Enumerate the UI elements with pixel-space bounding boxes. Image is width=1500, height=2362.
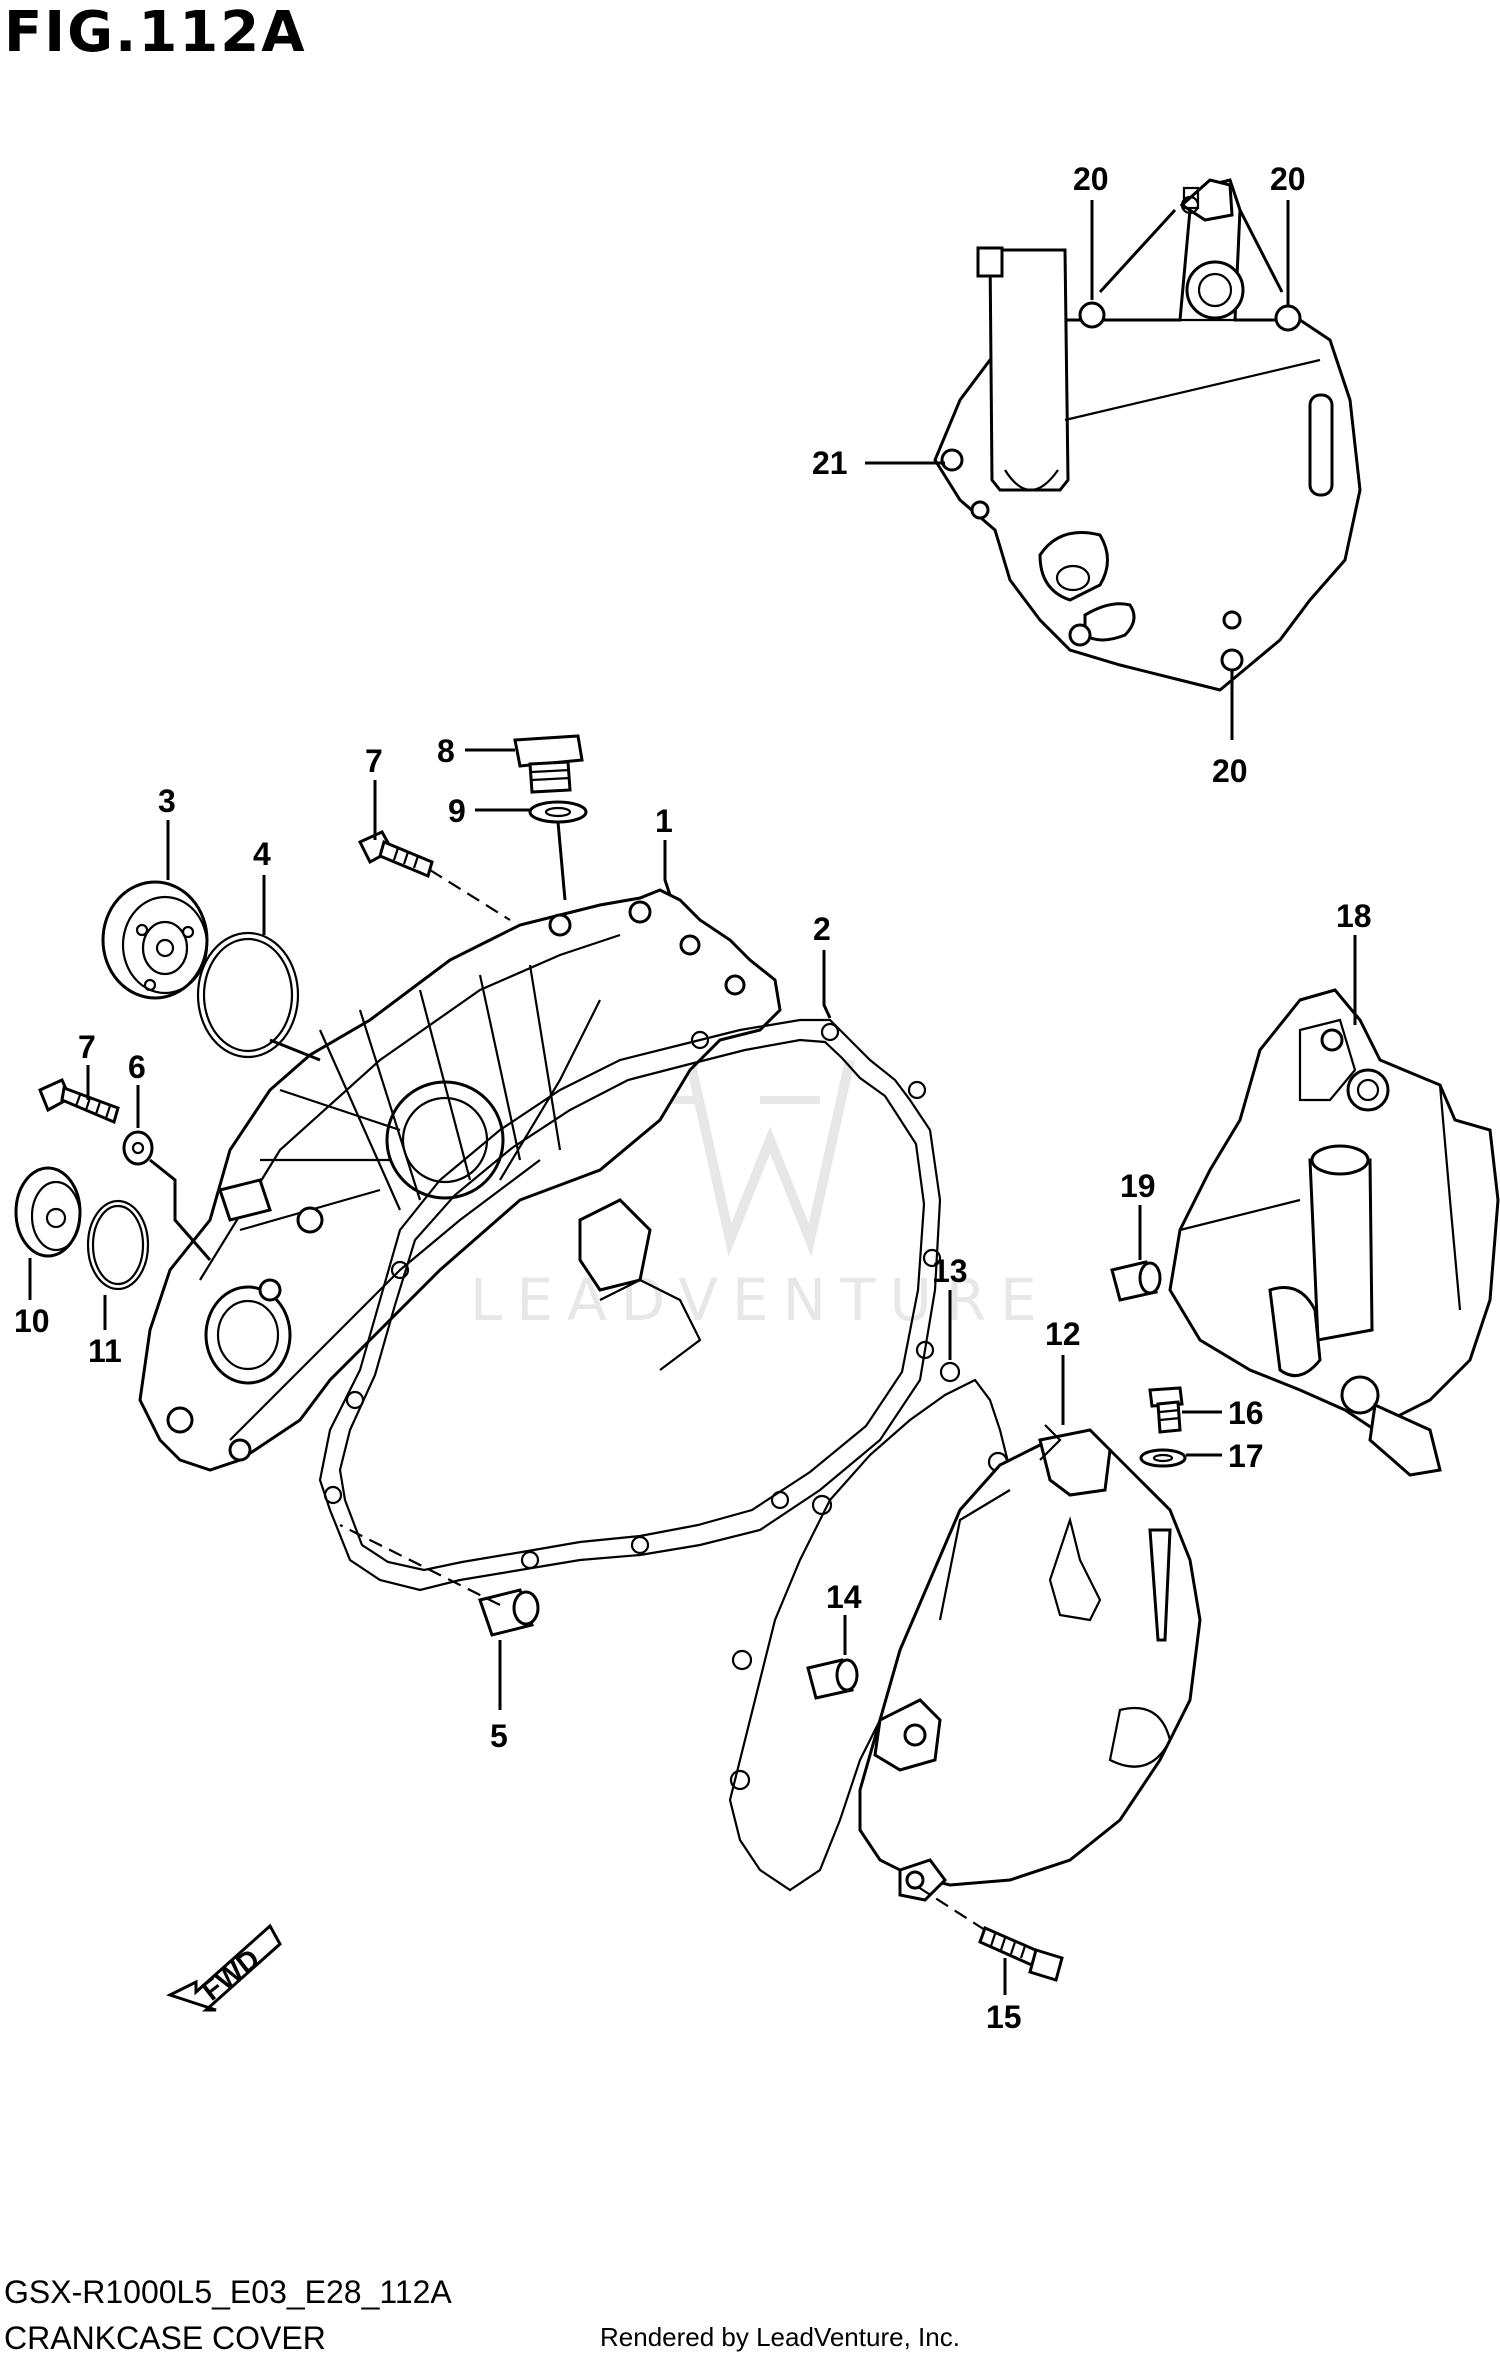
callout-20-bottom: 20 <box>1212 753 1248 789</box>
o-ring-4 <box>196 931 300 1059</box>
callout-17: 17 <box>1228 1438 1264 1474</box>
rendered-by-credit: Rendered by LeadVenture, Inc. <box>600 2322 960 2352</box>
fwd-arrow: FWD <box>166 1923 282 2012</box>
o-ring-11 <box>86 1199 150 1291</box>
crankcase-cover-1 <box>138 888 782 1472</box>
washer-6-hole <box>131 1141 145 1155</box>
callout-20-left: 20 <box>1073 161 1109 197</box>
dowel-14 <box>806 1658 859 1700</box>
model-code: GSX-R1000L5_E03_E28_112A <box>4 2274 452 2310</box>
callout-6: 6 <box>128 1049 146 1085</box>
figure-title: FIG.112A <box>4 0 307 65</box>
callout-20-right: 20 <box>1270 161 1306 197</box>
callout-8: 8 <box>437 733 455 769</box>
leader-lines <box>28 200 1357 1995</box>
bolt-15 <box>978 1925 1064 1982</box>
watermark-text: LEADVENTURE <box>470 1266 1051 1334</box>
callout-11: 11 <box>88 1333 122 1369</box>
washer-17-hole <box>1152 1453 1174 1463</box>
o-ring-4-inner <box>202 937 294 1053</box>
washer-9 <box>528 800 588 824</box>
callout-19: 19 <box>1120 1168 1156 1204</box>
cap-3 <box>101 880 209 1000</box>
callout-15: 15 <box>986 1999 1022 2035</box>
cap-10 <box>14 1166 82 1258</box>
figure-caption: CRANKCASE COVER <box>4 2320 326 2356</box>
pump-cover-18 <box>1168 988 1500 1477</box>
callout-3: 3 <box>158 783 176 819</box>
callouts: 1 2 3 4 5 6 7 7 8 9 10 11 12 13 14 15 16… <box>14 161 1372 2035</box>
gasket-2 <box>318 1018 942 1592</box>
o-ring-11-inner <box>91 1204 145 1286</box>
washer-9-hole <box>544 806 572 818</box>
bolt-7-top <box>357 830 434 879</box>
callout-1: 1 <box>655 803 673 839</box>
callout-5: 5 <box>490 1718 508 1754</box>
washer-17 <box>1139 1448 1187 1468</box>
callout-7-left: 7 <box>78 1029 96 1065</box>
crankcase-cover-12 <box>858 1424 1202 1902</box>
callout-14: 14 <box>826 1579 862 1615</box>
callout-16: 16 <box>1228 1395 1264 1431</box>
plug-16 <box>1148 1386 1184 1434</box>
dowel-5 <box>478 1588 540 1637</box>
callout-2: 2 <box>813 911 831 947</box>
callout-10: 10 <box>14 1303 50 1339</box>
dowel-19 <box>1110 1260 1162 1302</box>
bolt-7-left <box>38 1078 120 1125</box>
plug-8 <box>513 734 584 794</box>
washer-6 <box>122 1130 154 1166</box>
callout-13: 13 <box>932 1253 968 1289</box>
callout-21: 21 <box>812 445 848 481</box>
callout-12: 12 <box>1045 1316 1081 1352</box>
callout-4: 4 <box>253 836 271 872</box>
callout-7-top: 7 <box>365 743 383 779</box>
upper-cover-assembly <box>933 178 1362 692</box>
watermark-logo: LEADVENTURE <box>470 1058 1051 1334</box>
callout-9: 9 <box>448 793 466 829</box>
callout-18: 18 <box>1336 898 1372 934</box>
